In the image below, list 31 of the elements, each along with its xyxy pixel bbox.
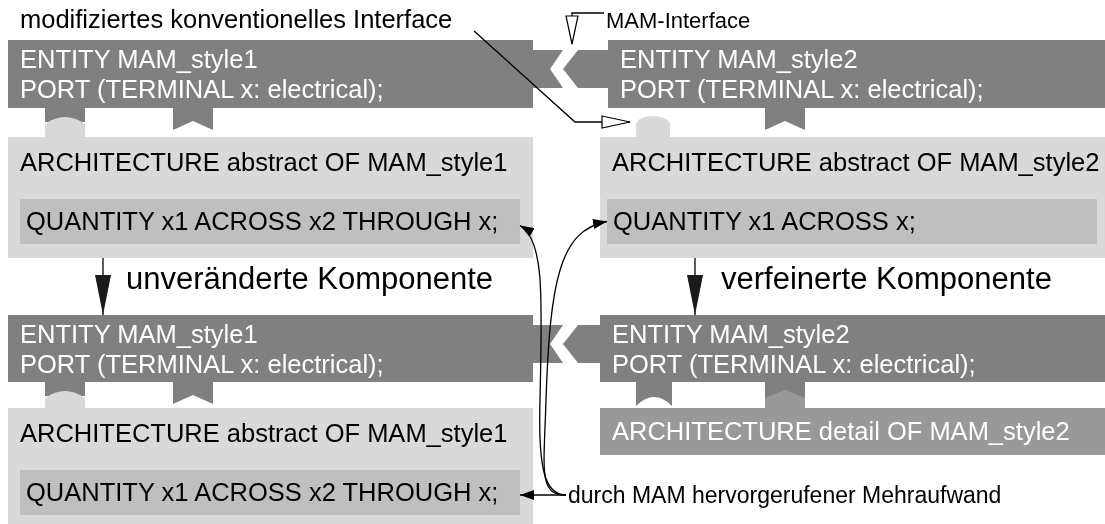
code-line: ARCHITECTURE detail OF MAM_style2 xyxy=(612,416,1070,446)
arrow xyxy=(543,220,608,496)
annotation-text: durch MAM hervorgerufener Mehraufwand xyxy=(568,481,1002,510)
quantity-box xyxy=(20,470,520,515)
arrow xyxy=(687,257,703,316)
code-line: ENTITY MAM_style2 xyxy=(612,319,850,349)
quantity-box xyxy=(20,199,520,244)
code-line: ENTITY MAM_style1 xyxy=(20,44,258,74)
architecture-box xyxy=(600,137,1105,258)
socket-tab xyxy=(636,116,670,137)
code-line: PORT (TERMINAL x: electrical); xyxy=(20,349,384,379)
code-line: QUANTITY x1 ACROSS x2 THROUGH x; xyxy=(26,206,499,236)
edge-label: verfeinerte Komponente xyxy=(721,262,1052,296)
architecture-box xyxy=(8,137,533,258)
code-line: ENTITY MAM_style1 xyxy=(20,319,258,349)
arrow xyxy=(95,257,111,316)
annotation-text: modifiziertes konventionelles Interface xyxy=(20,4,453,34)
code-line: ENTITY MAM_style2 xyxy=(620,44,858,74)
annotation-text: MAM-Interface xyxy=(606,7,751,35)
architecture-box xyxy=(8,408,533,524)
code-line: PORT (TERMINAL x: electrical); xyxy=(612,349,976,379)
leader-line xyxy=(565,12,605,45)
code-line: ARCHITECTURE abstract OF MAM_style1 xyxy=(20,147,508,177)
code-line: ARCHITECTURE abstract OF MAM_style1 xyxy=(20,418,508,448)
code-line: QUANTITY x1 ACROSS x; xyxy=(613,206,916,236)
code-line: PORT (TERMINAL x: electrical); xyxy=(20,74,384,104)
edge-label: unveränderte Komponente xyxy=(126,262,494,296)
quantity-box xyxy=(607,199,1097,244)
code-line: QUANTITY x1 ACROSS x2 THROUGH x; xyxy=(26,477,499,507)
code-line: PORT (TERMINAL x: electrical); xyxy=(620,74,984,104)
code-line: ARCHITECTURE abstract OF MAM_style2 xyxy=(612,147,1100,177)
